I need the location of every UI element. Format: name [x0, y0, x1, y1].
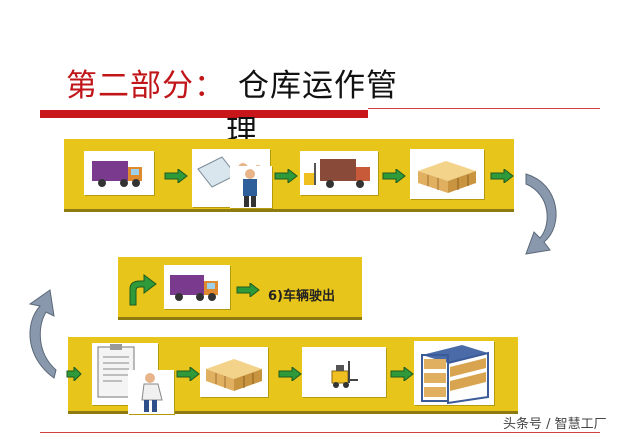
flow-arrow-4: [490, 169, 514, 183]
title-part: 第二部分：: [66, 68, 226, 104]
pallet-boxes-icon: [206, 359, 262, 391]
watermark-text: 头条号 / 智慧工厂: [503, 417, 607, 432]
turn-arrow-icon: [129, 274, 157, 306]
flow-arrow-1: [164, 169, 188, 183]
worker-tile: [230, 166, 272, 208]
step-label-truck-out: 6)车辆驶出: [268, 289, 335, 304]
flow-arrow-7: [278, 367, 302, 381]
truck-tile: [84, 151, 154, 195]
worker-icon: [141, 373, 163, 412]
pallet-tile: [410, 149, 484, 199]
flow-arrow-5: [66, 367, 82, 381]
flow-arrow-6: [176, 367, 200, 381]
footer-rule: [40, 432, 600, 433]
truck-icon: [92, 161, 142, 187]
process-strip-middle: [118, 257, 362, 320]
worker-icon: [243, 169, 257, 207]
flow-arrow-3: [382, 169, 406, 183]
truck-out-tile: [164, 265, 230, 309]
flow-arrow-truck-out: [236, 283, 260, 297]
flow-arrow-8: [390, 367, 414, 381]
pallet-tile-2: [200, 347, 268, 397]
truck-icon: [170, 275, 218, 301]
unloading-tile: [300, 151, 378, 195]
rack-tile: [414, 341, 494, 405]
loop-arrow-right-icon: [525, 173, 557, 255]
title-rule: [368, 108, 600, 109]
worker-tile-2: [128, 370, 174, 414]
forklift-icon: [331, 361, 358, 388]
pallet-boxes-icon: [418, 161, 476, 193]
page-title: 仓库运作管: [238, 68, 398, 104]
loop-arrow-left-icon: [28, 289, 57, 379]
rack-icon: [421, 345, 489, 405]
title-underline-bar: [40, 110, 368, 118]
forklift-unload-icon: [304, 159, 370, 188]
flow-arrow-2: [274, 169, 298, 183]
forklift-tile: [302, 347, 386, 397]
